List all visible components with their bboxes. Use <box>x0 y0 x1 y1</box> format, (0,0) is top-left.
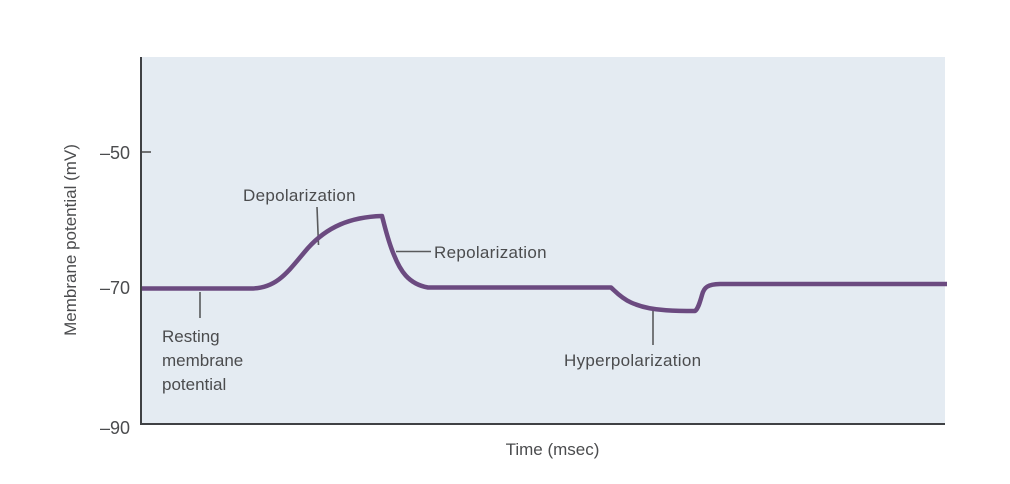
x-axis-title: Time (msec) <box>505 440 600 459</box>
y-axis-title: Membrane potential (mV) <box>61 144 80 336</box>
resting-label-line-2: membrane <box>162 351 244 370</box>
y-tickmark-neg50 <box>142 151 151 153</box>
chart-canvas <box>142 206 947 345</box>
y-tick-label-neg50: –50 <box>99 143 130 163</box>
resting-label-line-1: Resting <box>162 327 220 346</box>
repolarization-label: Repolarization <box>434 243 547 262</box>
hyperpolarization-label: Hyperpolarization <box>564 351 702 370</box>
y-tick-label-neg70: –70 <box>99 278 130 298</box>
plot-area: Depolarization Repolarization Resting me… <box>140 57 947 425</box>
resting-membrane-potential-label: Resting membrane potential <box>162 325 243 397</box>
depolarization-label: Depolarization <box>243 186 356 205</box>
membrane-potential-curve <box>142 213 947 314</box>
y-tick-label-neg90: –90 <box>99 418 130 438</box>
resting-label-line-3: potential <box>162 375 227 394</box>
